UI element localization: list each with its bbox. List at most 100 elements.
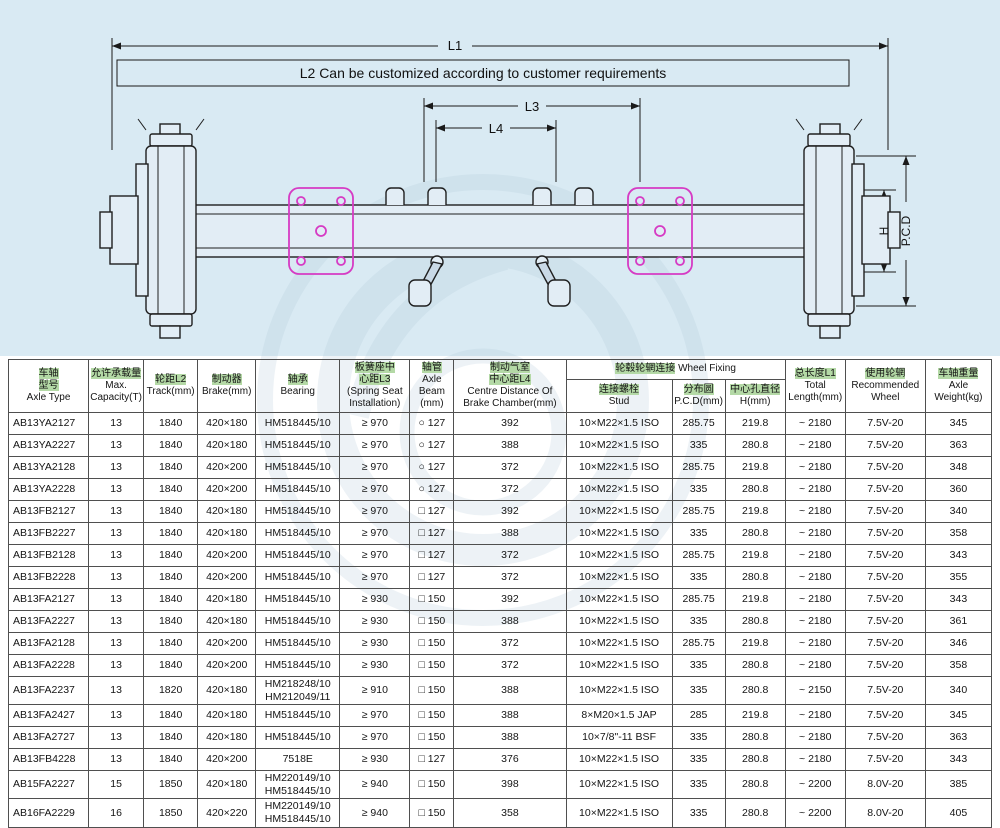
header-text: Bearing bbox=[280, 386, 315, 397]
cell-centre-distance: 372 bbox=[453, 478, 567, 501]
cell-wheel: 7.5V-20 bbox=[844, 588, 926, 611]
cell-axle-beam: □ 127 bbox=[409, 522, 455, 545]
cell-weight: 345 bbox=[924, 412, 993, 435]
dimension-l3 bbox=[423, 97, 641, 182]
cell-h: 219.8 bbox=[724, 412, 786, 435]
cell-spring-seat: ≥ 940 bbox=[339, 798, 411, 828]
cell-spring-seat: ≥ 970 bbox=[339, 544, 411, 567]
cell-axle-beam: □ 150 bbox=[409, 588, 455, 611]
cell-stud: 10×M22×1.5 ISO bbox=[565, 770, 673, 800]
cell-wheel: 7.5V-20 bbox=[844, 544, 926, 567]
cell-h: 280.8 bbox=[724, 748, 786, 772]
header-text: Beam bbox=[418, 386, 445, 397]
group-header-wheel-fixing: 轮毂轮辋连接 Wheel Fixing bbox=[565, 359, 786, 380]
cell-total-length: ~ 2180 bbox=[784, 544, 846, 567]
cell-bearing: 7518E bbox=[255, 748, 341, 772]
cell-total-length: ~ 2180 bbox=[784, 704, 846, 728]
header-text: 使用轮辋 bbox=[865, 368, 906, 379]
left-hub bbox=[99, 118, 205, 339]
header-text: Wheel Fixing bbox=[675, 363, 736, 375]
cell-stud: 10×M22×1.5 ISO bbox=[565, 675, 673, 706]
cell-spring-seat: ≥ 970 bbox=[339, 566, 411, 589]
cell-wheel: 7.5V-20 bbox=[844, 456, 926, 479]
cell-wheel: 7.5V-20 bbox=[844, 748, 926, 772]
dimension-pcd bbox=[856, 155, 916, 307]
cell-pcd: 285.75 bbox=[671, 412, 726, 435]
cell-weight: 363 bbox=[924, 434, 993, 457]
cell-wheel: 8.0V-20 bbox=[844, 770, 926, 800]
cell-total-length: ~ 2180 bbox=[784, 522, 846, 545]
cell-stud: 10×M22×1.5 ISO bbox=[565, 588, 673, 611]
cell-pcd: 285.75 bbox=[671, 632, 726, 655]
cell-stud: 10×M22×1.5 ISO bbox=[565, 798, 673, 828]
cell-wheel: 8.0V-20 bbox=[844, 798, 926, 828]
cell-capacity: 13 bbox=[88, 500, 145, 523]
cell-axle-beam: □ 127 bbox=[409, 566, 455, 589]
cell-h: 280.8 bbox=[724, 654, 786, 677]
cell-brake: 420×220 bbox=[197, 798, 257, 828]
cell-axle-type: AB13FA2427 bbox=[7, 704, 90, 728]
cell-bearing: HM518445/10 bbox=[255, 500, 341, 523]
label-l2-note: L2 Can be customized according to custom… bbox=[300, 65, 667, 81]
cell-wheel: 7.5V-20 bbox=[844, 704, 926, 728]
cell-stud: 10×M22×1.5 ISO bbox=[565, 654, 673, 677]
cell-capacity: 13 bbox=[88, 456, 145, 479]
header-text: (Spring Seat bbox=[347, 386, 403, 397]
cell-stud: 10×7/8"-11 BSF bbox=[565, 726, 673, 750]
header-text: P.C.D(mm) bbox=[674, 395, 723, 407]
cell-capacity: 13 bbox=[88, 478, 145, 501]
cell-centre-distance: 392 bbox=[453, 588, 567, 611]
cell-h: 280.8 bbox=[724, 522, 786, 545]
cell-stud: 10×M22×1.5 ISO bbox=[565, 632, 673, 655]
cell-bearing: HM518445/10 bbox=[255, 522, 341, 545]
cell-brake: 420×180 bbox=[197, 726, 257, 750]
cell-pcd: 335 bbox=[671, 675, 726, 706]
cell-spring-seat: ≥ 970 bbox=[339, 522, 411, 545]
cell-capacity: 13 bbox=[88, 704, 145, 728]
cell-axle-beam: □ 150 bbox=[409, 610, 455, 633]
cell-total-length: ~ 2180 bbox=[784, 588, 846, 611]
header-text: 轴承 bbox=[287, 374, 308, 385]
cell-h: 219.8 bbox=[724, 456, 786, 479]
cell-spring-seat: ≥ 930 bbox=[339, 632, 411, 655]
header-text: Centre Distance Of bbox=[467, 386, 553, 397]
cell-centre-distance: 358 bbox=[453, 798, 567, 828]
cell-spring-seat: ≥ 930 bbox=[339, 610, 411, 633]
header-text: Brake Chamber(mm) bbox=[463, 398, 557, 409]
cell-bearing: HM518445/10 bbox=[255, 544, 341, 567]
cell-track: 1840 bbox=[143, 654, 199, 677]
cell-centre-distance: 392 bbox=[453, 412, 567, 435]
cell-brake: 420×200 bbox=[197, 632, 257, 655]
cell-track: 1840 bbox=[143, 704, 199, 728]
cell-axle-beam: □ 127 bbox=[409, 748, 455, 772]
cell-total-length: ~ 2180 bbox=[784, 434, 846, 457]
cell-h: 280.8 bbox=[724, 675, 786, 706]
cell-brake: 420×180 bbox=[197, 770, 257, 800]
cell-pcd: 335 bbox=[671, 798, 726, 828]
cell-stud: 10×M22×1.5 ISO bbox=[565, 478, 673, 501]
cell-brake: 420×200 bbox=[197, 544, 257, 567]
header-text: 制动气室 bbox=[489, 362, 530, 373]
cell-h: 280.8 bbox=[724, 434, 786, 457]
cell-total-length: ~ 2180 bbox=[784, 632, 846, 655]
cell-track: 1840 bbox=[143, 588, 199, 611]
cell-spring-seat: ≥ 970 bbox=[339, 478, 411, 501]
cell-centre-distance: 372 bbox=[453, 544, 567, 567]
cell-pcd: 285.75 bbox=[671, 456, 726, 479]
cell-axle-type: AB13FB2227 bbox=[7, 522, 90, 545]
header-text: Brake(mm) bbox=[201, 386, 252, 397]
cell-pcd: 335 bbox=[671, 566, 726, 589]
cell-track: 1840 bbox=[143, 726, 199, 750]
cell-bearing: HM518445/10 bbox=[255, 632, 341, 655]
cell-total-length: ~ 2180 bbox=[784, 654, 846, 677]
